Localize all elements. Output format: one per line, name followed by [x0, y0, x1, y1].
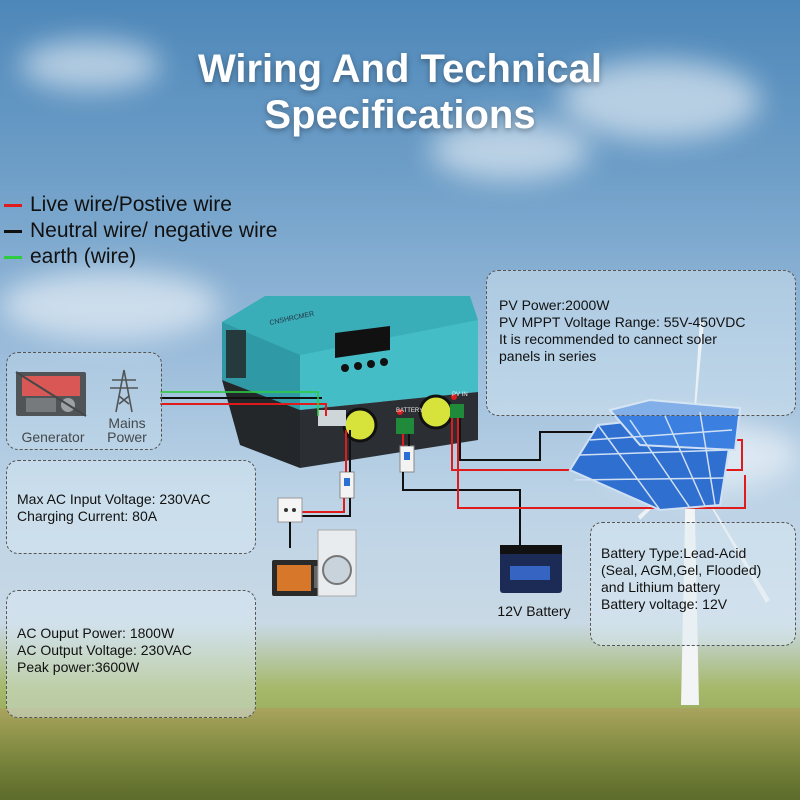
cloud	[0, 270, 220, 340]
peak-power-text: Peak power:3600W	[17, 659, 140, 675]
pv-series-text: panels in series	[499, 348, 597, 364]
pv-spec-box: PV Power:2000W PV MPPT Voltage Range: 55…	[486, 270, 796, 416]
socket-icon	[277, 497, 303, 548]
neutral-wire-swatch	[4, 229, 22, 233]
legend-live-text: Live wire/Postive wire	[30, 193, 232, 216]
battery-icon	[500, 545, 562, 593]
ac-output-spec-box: AC Ouput Power: 1800W AC Output Voltage:…	[6, 590, 256, 718]
generator-icon	[15, 371, 87, 417]
breaker-icon	[339, 445, 415, 499]
title-line-2: Specifications	[264, 93, 536, 137]
charging-current-text: Charging Current: 80A	[17, 508, 158, 524]
battery-port-label: BATTERY	[396, 408, 423, 414]
pv-wires	[451, 418, 746, 509]
inverter-icon	[222, 296, 478, 468]
cloud	[20, 40, 160, 90]
legend-earth: earth (wire)	[4, 244, 277, 270]
cloud	[560, 60, 760, 140]
battery-wires	[402, 434, 521, 545]
washing-machine-icon	[317, 529, 357, 597]
input-wires	[160, 391, 327, 416]
battery-label: 12V Battery	[497, 603, 571, 619]
oven-icon	[272, 560, 324, 596]
legend-neutral-text: Neutral wire/ negative wire	[30, 219, 278, 242]
title-line-1: Wiring And Technical	[197, 47, 603, 91]
ac-output-power-text: AC Ouput Power: 1800W	[17, 625, 175, 641]
output-wires	[300, 430, 351, 517]
wire-legend: Live wire/Postive wire Neutral wire/ neg…	[4, 192, 277, 270]
legend-neutral: Neutral wire/ negative wire	[4, 218, 277, 244]
pv-recommendation-text: It is recommended to cannect soler	[499, 331, 717, 347]
ac-input-spec-box: Max AC Input Voltage: 230VAC Charging Cu…	[6, 460, 256, 554]
live-wire-swatch	[4, 203, 22, 207]
pv-power-text: PV Power:2000W	[499, 297, 610, 313]
generator-box	[6, 352, 162, 450]
legend-live: Live wire/Postive wire	[4, 192, 277, 218]
mains-label-line-1: Mains	[108, 415, 146, 431]
pv-port-label: PV IN	[452, 392, 468, 398]
legend-earth-text: earth (wire)	[30, 245, 137, 268]
generator-label: Generator	[21, 429, 85, 445]
battery-lithium-text: and Lithium battery	[601, 579, 721, 595]
earth-wire-swatch	[4, 255, 22, 259]
pv-mppt-range-text: PV MPPT Voltage Range: 55V-450VDC	[499, 314, 746, 330]
grass-field	[0, 708, 800, 800]
page-title: Wiring And Technical Specifications	[0, 46, 800, 138]
cloud	[430, 120, 590, 180]
ac-output-voltage-text: AC Output Voltage: 230VAC	[17, 642, 192, 658]
solar-panel-icon	[568, 398, 742, 512]
mains-label-line-2: Power	[107, 429, 147, 445]
max-ac-input-text: Max AC Input Voltage: 230VAC	[17, 491, 211, 507]
battery-voltage-text: Battery voltage: 12V	[601, 596, 728, 612]
battery-spec-box: Battery Type:Lead-Acid (Seal, AGM,Gel, F…	[590, 522, 796, 646]
mains-tower-icon	[110, 369, 138, 413]
battery-subtypes-text: (Seal, AGM,Gel, Flooded)	[601, 562, 762, 578]
battery-type-text: Battery Type:Lead-Acid	[601, 545, 747, 561]
